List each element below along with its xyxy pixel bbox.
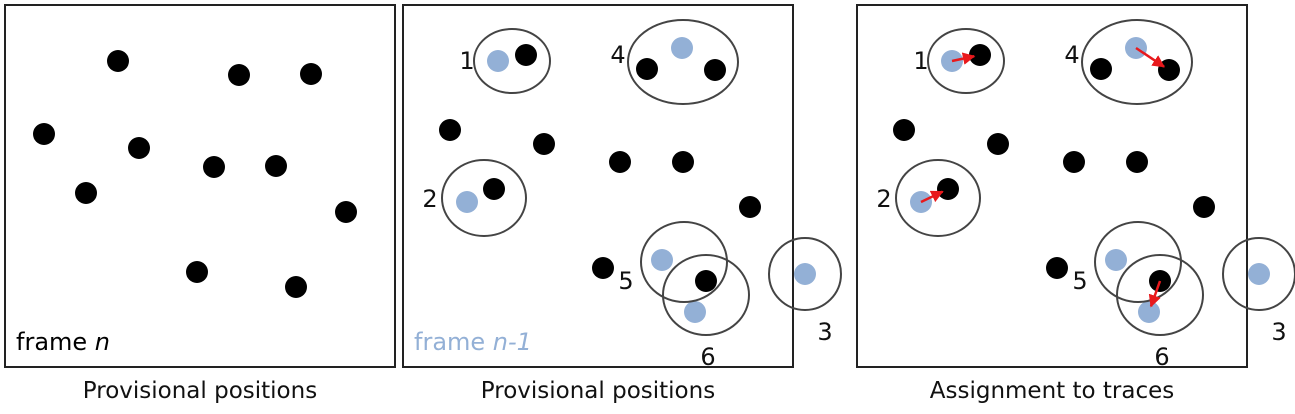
- region-label-2: 2: [876, 185, 891, 213]
- region-label-3: 3: [817, 318, 832, 346]
- current-position-dot: [75, 182, 97, 204]
- diagram-frame-n-1: 1 4 2 3 5 6: [422, 19, 842, 371]
- previous-position-dot: [456, 191, 478, 213]
- current-position-dot: [609, 151, 631, 173]
- panel-frame-n-1: 1 4 2 3 5 6 frame n-1: [402, 4, 842, 371]
- current-position-dot: [1193, 196, 1215, 218]
- frame-label-n-1: frame n-1: [414, 328, 532, 356]
- current-position-dot: [300, 63, 322, 85]
- region-label-6: 6: [1154, 343, 1169, 371]
- current-position-dot: [937, 178, 959, 200]
- current-position-dot: [969, 44, 991, 66]
- current-position-dot: [695, 270, 717, 292]
- panel-frame-n: frame n: [4, 4, 396, 368]
- current-position-dot: [1090, 58, 1112, 80]
- region-label-4: 4: [1064, 41, 1079, 69]
- current-position-dot: [1063, 151, 1085, 173]
- search-region-4: [627, 19, 739, 105]
- search-region-5: [640, 221, 728, 303]
- current-position-dot: [515, 44, 537, 66]
- current-position-dot: [33, 123, 55, 145]
- search-region-2: [441, 159, 527, 237]
- diagram-frame-n: [33, 50, 357, 298]
- previous-position-dot: [1248, 263, 1270, 285]
- search-region-6: [1116, 254, 1204, 336]
- caption-panel-3: Assignment to traces: [929, 378, 1175, 404]
- region-label-5: 5: [618, 267, 633, 295]
- search-region-2: [895, 159, 981, 237]
- search-region-6: [662, 254, 750, 336]
- current-position-dot: [186, 261, 208, 283]
- current-position-dot: [533, 133, 555, 155]
- previous-position-dot: [1105, 249, 1127, 271]
- assignment-arrow: [1148, 280, 1162, 308]
- region-label-6: 6: [700, 343, 715, 371]
- region-label-1: 1: [913, 47, 928, 75]
- current-position-dot: [1158, 59, 1180, 81]
- region-label-1: 1: [459, 47, 474, 75]
- search-region-1: [473, 28, 551, 94]
- search-region-5: [1094, 221, 1182, 303]
- current-position-dot: [265, 155, 287, 177]
- current-position-dot: [739, 196, 761, 218]
- search-region-3: [1222, 237, 1295, 311]
- assignment-arrow: [920, 190, 944, 204]
- current-position-dot: [672, 151, 694, 173]
- search-region-4: [1081, 19, 1193, 105]
- frame-label-n: frame n: [16, 328, 111, 356]
- current-position-dot: [107, 50, 129, 72]
- current-position-dot: [285, 276, 307, 298]
- assignment-arrow: [951, 52, 976, 65]
- region-label-4: 4: [610, 41, 625, 69]
- region-label-2: 2: [422, 185, 437, 213]
- caption-panel-2: Provisional positions: [480, 378, 716, 404]
- previous-position-dot: [671, 37, 693, 59]
- previous-position-dot: [794, 263, 816, 285]
- current-position-dot: [1126, 151, 1148, 173]
- caption-panel-1: Provisional positions: [82, 378, 318, 404]
- current-position-dot: [636, 58, 658, 80]
- current-position-dot: [704, 59, 726, 81]
- previous-position-dot: [487, 50, 509, 72]
- search-region-3: [768, 237, 842, 311]
- region-label-3: 3: [1271, 318, 1286, 346]
- previous-position-dot: [651, 249, 673, 271]
- previous-position-dot: [684, 301, 706, 323]
- diagram-assignment: 1 4 2 3 5 6: [876, 19, 1295, 371]
- current-position-dot: [893, 119, 915, 141]
- current-position-dot: [987, 133, 1009, 155]
- search-region-1: [927, 28, 1005, 94]
- current-position-dot: [1046, 257, 1068, 279]
- current-position-dot: [483, 178, 505, 200]
- previous-position-dot: [1138, 301, 1160, 323]
- panel-assignment: 1 4 2 3 5 6: [856, 4, 1295, 371]
- region-label-5: 5: [1072, 267, 1087, 295]
- current-position-dot: [203, 156, 225, 178]
- current-position-dot: [592, 257, 614, 279]
- current-position-dot: [228, 64, 250, 86]
- current-position-dot: [335, 201, 357, 223]
- assignment-arrow: [1135, 46, 1166, 68]
- current-position-dot: [128, 137, 150, 159]
- current-position-dot: [439, 119, 461, 141]
